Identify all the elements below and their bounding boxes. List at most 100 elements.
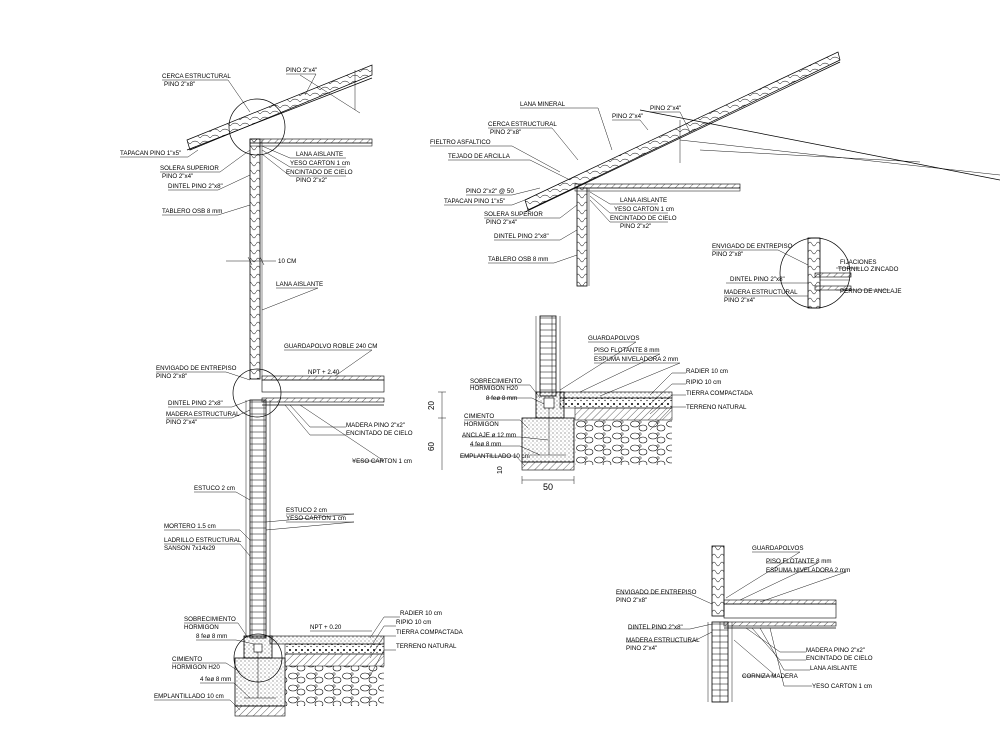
label: NPT + 2.40 <box>308 369 340 376</box>
label: PINO 2"x8" <box>156 373 187 380</box>
label: HORMIGON H20 <box>470 385 518 392</box>
label: TAPACAN PINO 1"x5" <box>444 198 505 205</box>
compacted-soil-a <box>284 653 385 667</box>
emplantillado-a <box>234 705 286 717</box>
dimension-10: 10 <box>497 466 504 474</box>
roof-rafter-b <box>524 51 841 211</box>
detail-d-leaders <box>460 341 686 467</box>
floor-joist-e <box>723 599 837 605</box>
label: CERCA ESTRUCTURAL <box>162 73 231 80</box>
detail-d-labels: GUARDAPOLVOS PISO FLOTANTE 8 mm ESPUMA N… <box>427 335 754 492</box>
label: PINO 2"x4" <box>612 113 643 120</box>
dimension-60: 60 <box>427 442 436 451</box>
detail-b-roof-eave <box>524 51 1000 287</box>
label: ESPUMA NIVELADORA 2 mm <box>766 567 850 574</box>
label: FIJACIONES <box>840 259 876 266</box>
label: YESO CARTON 1 cm <box>812 683 872 690</box>
label: MADERA PINO 2"x2" <box>806 647 865 654</box>
label: ENVIGADO DE ENTREPISO <box>712 243 793 250</box>
label: CIMIENTO <box>172 656 202 663</box>
label: PINO 2"x4" <box>724 297 755 304</box>
label: LADRILLO ESTRUCTURAL <box>164 537 242 544</box>
ceiling-board-b <box>574 183 741 189</box>
label: ANCLAJE ø 12 mm <box>462 432 516 439</box>
label: TEJADO DE ARCILLA <box>448 153 511 160</box>
label: HORMIGON <box>464 421 499 428</box>
brick-wall-e <box>711 621 729 703</box>
label: ENVIGADO DE ENTREPISO <box>156 365 237 372</box>
detail-a-labels: CERCA ESTRUCTURAL PINO 2"x8" PINO 2"x4" … <box>120 67 464 700</box>
label: CORNIZA MADERA <box>742 673 799 680</box>
label: PISO FLOTANTE 8 mm <box>766 558 832 565</box>
label: DINTEL PINO 2"x8" <box>628 624 683 631</box>
label: TORNILLO ZINCADO <box>838 266 899 273</box>
label: CIMIENTO <box>464 413 494 420</box>
label: CERCA ESTRUCTURAL <box>488 121 557 128</box>
detail-c-joist-connection <box>712 237 890 309</box>
floor-slab-a <box>269 635 385 645</box>
floor-slab-d <box>559 391 673 399</box>
label: TAPACAN PINO 1"x5" <box>120 150 181 157</box>
label: LANA AISLANTE <box>276 281 323 288</box>
label: PINO 2"x4" <box>166 419 197 426</box>
label: SANSON 7x14x29 <box>164 545 216 552</box>
detail-e-labels: GUARDAPOLVOS PISO FLOTANTE 8 mm ESPUMA N… <box>616 545 873 690</box>
label: NPT + 0.20 <box>310 624 342 631</box>
timber-wall-upper-a <box>249 138 261 380</box>
label: YESO CARTON 1 cm <box>614 206 674 213</box>
label: RADIER 10 cm <box>686 368 728 375</box>
detail-b-leaders <box>430 107 691 264</box>
label: TERRENO NATURAL <box>396 643 457 650</box>
label: ENCINTADO DE CIELO <box>610 215 677 222</box>
label: MORTERO 1.5 cm <box>164 523 216 530</box>
detail-a-wall-section <box>186 64 385 717</box>
label: YESO CARTON 1 cm <box>290 160 350 167</box>
label: YESO CARTON 1 cm <box>352 458 412 465</box>
floor-joist-a <box>261 375 385 381</box>
label: MADERA PINO 2"x2" <box>346 422 405 429</box>
label: MADERA ESTRUCTURAL <box>626 637 700 644</box>
label: HORMIGON <box>184 624 219 631</box>
ceiling-board-a <box>249 138 373 144</box>
label: LANA AISLANTE <box>296 151 343 158</box>
natural-soil-d <box>575 420 672 465</box>
label: ESTUCO 2 cm <box>286 507 327 514</box>
label: PINO 2"x2" <box>296 177 327 184</box>
foundation-callout-circle-a <box>233 633 283 683</box>
label: PINO 2"x4" <box>286 67 317 74</box>
label: DINTEL PINO 2"x8" <box>168 183 223 190</box>
label: PINO 2"x4" <box>626 645 657 652</box>
label: EMPLANTILLADO 10 cm <box>154 693 224 700</box>
label: PISO FLOTANTE 8 mm <box>594 347 660 354</box>
label: EMPLANTILLADO 10 cm <box>460 453 530 460</box>
label: LANA MINERAL <box>520 101 566 108</box>
label: RADIER 10 cm <box>400 610 442 617</box>
detail-e-leaders <box>616 551 847 687</box>
label: PINO 2"x4" <box>162 173 193 180</box>
label: TIERRA COMPACTADA <box>396 629 464 636</box>
label: DINTEL PINO 2"x8" <box>494 233 549 240</box>
label: ENVIGADO DE ENTREPISO <box>616 589 697 596</box>
detail-e-floor-junction <box>707 545 837 703</box>
label: HORMIGON H20 <box>172 664 220 671</box>
label: ENCINTADO DE CIELO <box>346 430 413 437</box>
label: SOLERA SUPERIOR <box>160 165 219 172</box>
label: PINO 2"x8" <box>490 129 521 136</box>
label: PINO 2"x8" <box>616 597 647 604</box>
label: GUARDAPOLVOS <box>588 335 639 342</box>
label: ENCINTADO DE CIELO <box>806 655 873 662</box>
timber-wall-e <box>711 545 725 617</box>
label: 10 CM <box>278 258 296 265</box>
label: PINO 2"x2" @ 50 <box>466 188 514 195</box>
label: TABLERO OSB 8 mm <box>488 256 548 263</box>
label: PERNO DE ANCLAJE <box>840 288 902 295</box>
label: YESO CARTON 1 cm <box>286 515 346 522</box>
label: FIELTRO ASFALTICO <box>430 139 491 146</box>
label: SOBRECIMIENTO <box>470 378 522 385</box>
label: TABLERO OSB 8 mm <box>162 208 222 215</box>
label: ESTUCO 2 cm <box>194 485 235 492</box>
detail-b-labels: LANA MINERAL PINO 2"x4" PINO 2"x4" CERCA… <box>430 101 681 263</box>
label: RIPIO 10 cm <box>396 619 431 626</box>
label: PINO 2"x8" <box>712 251 743 258</box>
label: 4 feø 8 mm <box>200 676 231 683</box>
